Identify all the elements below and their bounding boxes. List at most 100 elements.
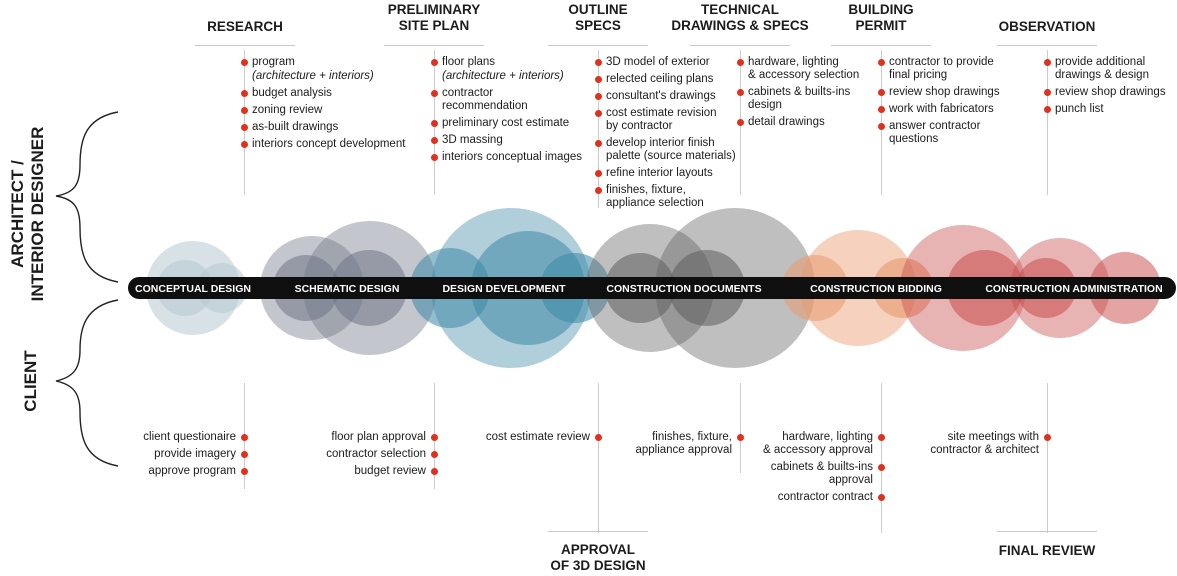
list-item: review shop drawings (1044, 86, 1166, 99)
list-item-line2: & accessory selection (748, 69, 860, 81)
list-item-line1: cabinets & builts-ins (748, 86, 851, 98)
client-permit-tasks: hardware, lighting & accessory approval … (763, 431, 885, 508)
list-item-line2: drawings & design (1055, 69, 1149, 81)
list-item-line1: hardware, lighting (782, 431, 873, 443)
list-item: consultant's drawings (595, 90, 736, 103)
header-technical: TECHNICAL DRAWINGS & SPECS (660, 2, 820, 34)
permit-tasks: contractor to provide final pricing revi… (878, 56, 1000, 150)
list-item-line2: appliance approval (635, 444, 732, 456)
phase-design-development: DESIGN DEVELOPMENT (442, 283, 566, 295)
research-vline-top (244, 50, 245, 195)
list-item: zoning review (241, 104, 405, 117)
header-observation: OBSERVATION (998, 19, 1096, 34)
list-item-line1: hardware, lighting (748, 56, 839, 68)
list-item-line2: recommendation (442, 100, 528, 112)
header-preliminary-line1: PRELIMINARY (387, 2, 481, 17)
technical-underline (690, 45, 790, 46)
outline-tasks: 3D model of exterior relected ceiling pl… (595, 56, 736, 214)
outline-vline-top (598, 50, 599, 208)
list-item: hardware, lighting & accessory approval (763, 431, 885, 457)
list-item: budget analysis (241, 87, 405, 100)
list-item: cabinets & builts-ins design (737, 86, 859, 112)
list-item-line1: contractor (442, 87, 494, 99)
list-item: interiors concept development (241, 138, 405, 151)
header-technical-line2: DRAWINGS & SPECS (671, 18, 809, 33)
list-item: cost estimate revision by contractor (595, 107, 736, 133)
list-item: provide additional drawings & design (1044, 56, 1166, 82)
list-item-line2: palette (source materials) (606, 150, 736, 162)
list-item-line1: cabinets & builts-ins (770, 461, 873, 473)
final-overline (997, 531, 1097, 532)
phase-schematic-design: SCHEMATIC DESIGN (295, 283, 400, 295)
phase-construction-bidding: CONSTRUCTION BIDDING (810, 283, 942, 295)
header-permit: BUILDING PERMIT (821, 2, 941, 34)
list-item: review shop drawings (878, 86, 1000, 99)
permit-underline (831, 45, 931, 46)
list-item: interiors conceptual images (431, 151, 582, 164)
list-item: 3D massing (431, 134, 582, 147)
research-tasks: program (architecture + interiors) budge… (241, 56, 405, 155)
list-item: detail drawings (737, 116, 859, 129)
header-permit-line1: BUILDING (848, 2, 914, 17)
list-item: punch list (1044, 103, 1166, 116)
list-item: budget review (326, 465, 438, 478)
permit-vline-bottom (881, 383, 882, 533)
header-final: FINAL REVIEW (998, 543, 1096, 558)
list-item-line2: approval (828, 474, 873, 486)
list-item-line2: & accessory approval (763, 444, 873, 456)
list-item: client questionaire (143, 431, 248, 444)
header-preliminary-line2: SITE PLAN (398, 18, 470, 33)
list-item: contractor selection (326, 448, 438, 461)
list-item-note: (architecture + interiors) (442, 70, 564, 82)
list-item: hardware, lighting & accessory selection (737, 56, 859, 82)
list-item: program (241, 56, 405, 69)
header-approval-line1: APPROVAL (560, 542, 635, 557)
list-item-line2: appliance selection (606, 197, 704, 209)
list-item: finishes, fixture, appliance approval (635, 431, 744, 457)
list-item-line1: provide additional (1055, 56, 1146, 68)
technical-tasks: hardware, lighting & accessory selection… (737, 56, 859, 133)
phase-construction-documents: CONSTRUCTION DOCUMENTS (606, 283, 761, 295)
header-approval: APPROVAL OF 3D DESIGN (533, 542, 663, 574)
list-item: preliminary cost estimate (431, 117, 582, 130)
client-outline-tasks: cost estimate review (486, 431, 603, 448)
list-item-line1: develop interior finish (606, 137, 715, 149)
observation-tasks: provide additional drawings & design rev… (1044, 56, 1166, 120)
list-item-line1: finishes, fixture, (652, 431, 732, 443)
observation-underline (997, 45, 1097, 46)
list-item: floor plans (431, 56, 582, 69)
list-item-line2: final pricing (889, 69, 948, 81)
list-item: as-built drawings (241, 121, 405, 134)
client-brace (55, 299, 119, 467)
header-approval-line2: OF 3D DESIGN (550, 558, 646, 573)
header-technical-line1: TECHNICAL (701, 2, 779, 17)
list-item: finishes, fixture, appliance selection (595, 184, 736, 210)
list-item: floor plan approval (326, 431, 438, 444)
observation-vline-bottom (1047, 383, 1048, 533)
technical-vline-bottom (740, 383, 741, 473)
list-item: work with fabricators (878, 103, 1000, 116)
client-research-tasks: client questionaire provide imagery appr… (143, 431, 248, 482)
list-item: site meetings with contractor & architec… (930, 431, 1051, 457)
list-item-line1: site meetings with (947, 431, 1039, 443)
list-item: contractor to provide final pricing (878, 56, 1000, 82)
list-item: answer contractor questions (878, 120, 1000, 146)
list-item-line1: cost estimate revision (606, 107, 717, 119)
header-permit-line2: PERMIT (855, 18, 907, 33)
list-item-line1: answer contractor (889, 120, 981, 132)
list-item: develop interior finish palette (source … (595, 137, 736, 163)
list-item-line2: questions (889, 133, 939, 145)
approval-overline (548, 531, 648, 532)
list-item-line1: finishes, fixture, (606, 184, 686, 196)
client-observation-tasks: site meetings with contractor & architec… (930, 431, 1051, 461)
list-item: (architecture + interiors) (431, 70, 582, 83)
header-outline-line2: SPECS (575, 18, 621, 33)
list-item: cabinets & builts-ins approval (763, 461, 885, 487)
list-item: provide imagery (143, 448, 248, 461)
header-outline-line1: OUTLINE (568, 2, 628, 17)
preliminary-underline (384, 45, 484, 46)
list-item-line1: contractor to provide (889, 56, 994, 68)
